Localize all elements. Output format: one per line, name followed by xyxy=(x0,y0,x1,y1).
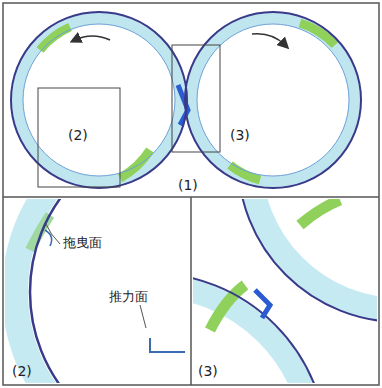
surface-label: 推力面 xyxy=(108,290,149,304)
surface-label: 拖曳面 xyxy=(62,236,103,250)
panel-number: (2) xyxy=(68,128,88,143)
panel-number: (3) xyxy=(230,128,250,143)
panel-number: (2) xyxy=(12,364,32,379)
panel-number: (1) xyxy=(178,178,198,193)
panel-number: (3) xyxy=(198,364,218,379)
